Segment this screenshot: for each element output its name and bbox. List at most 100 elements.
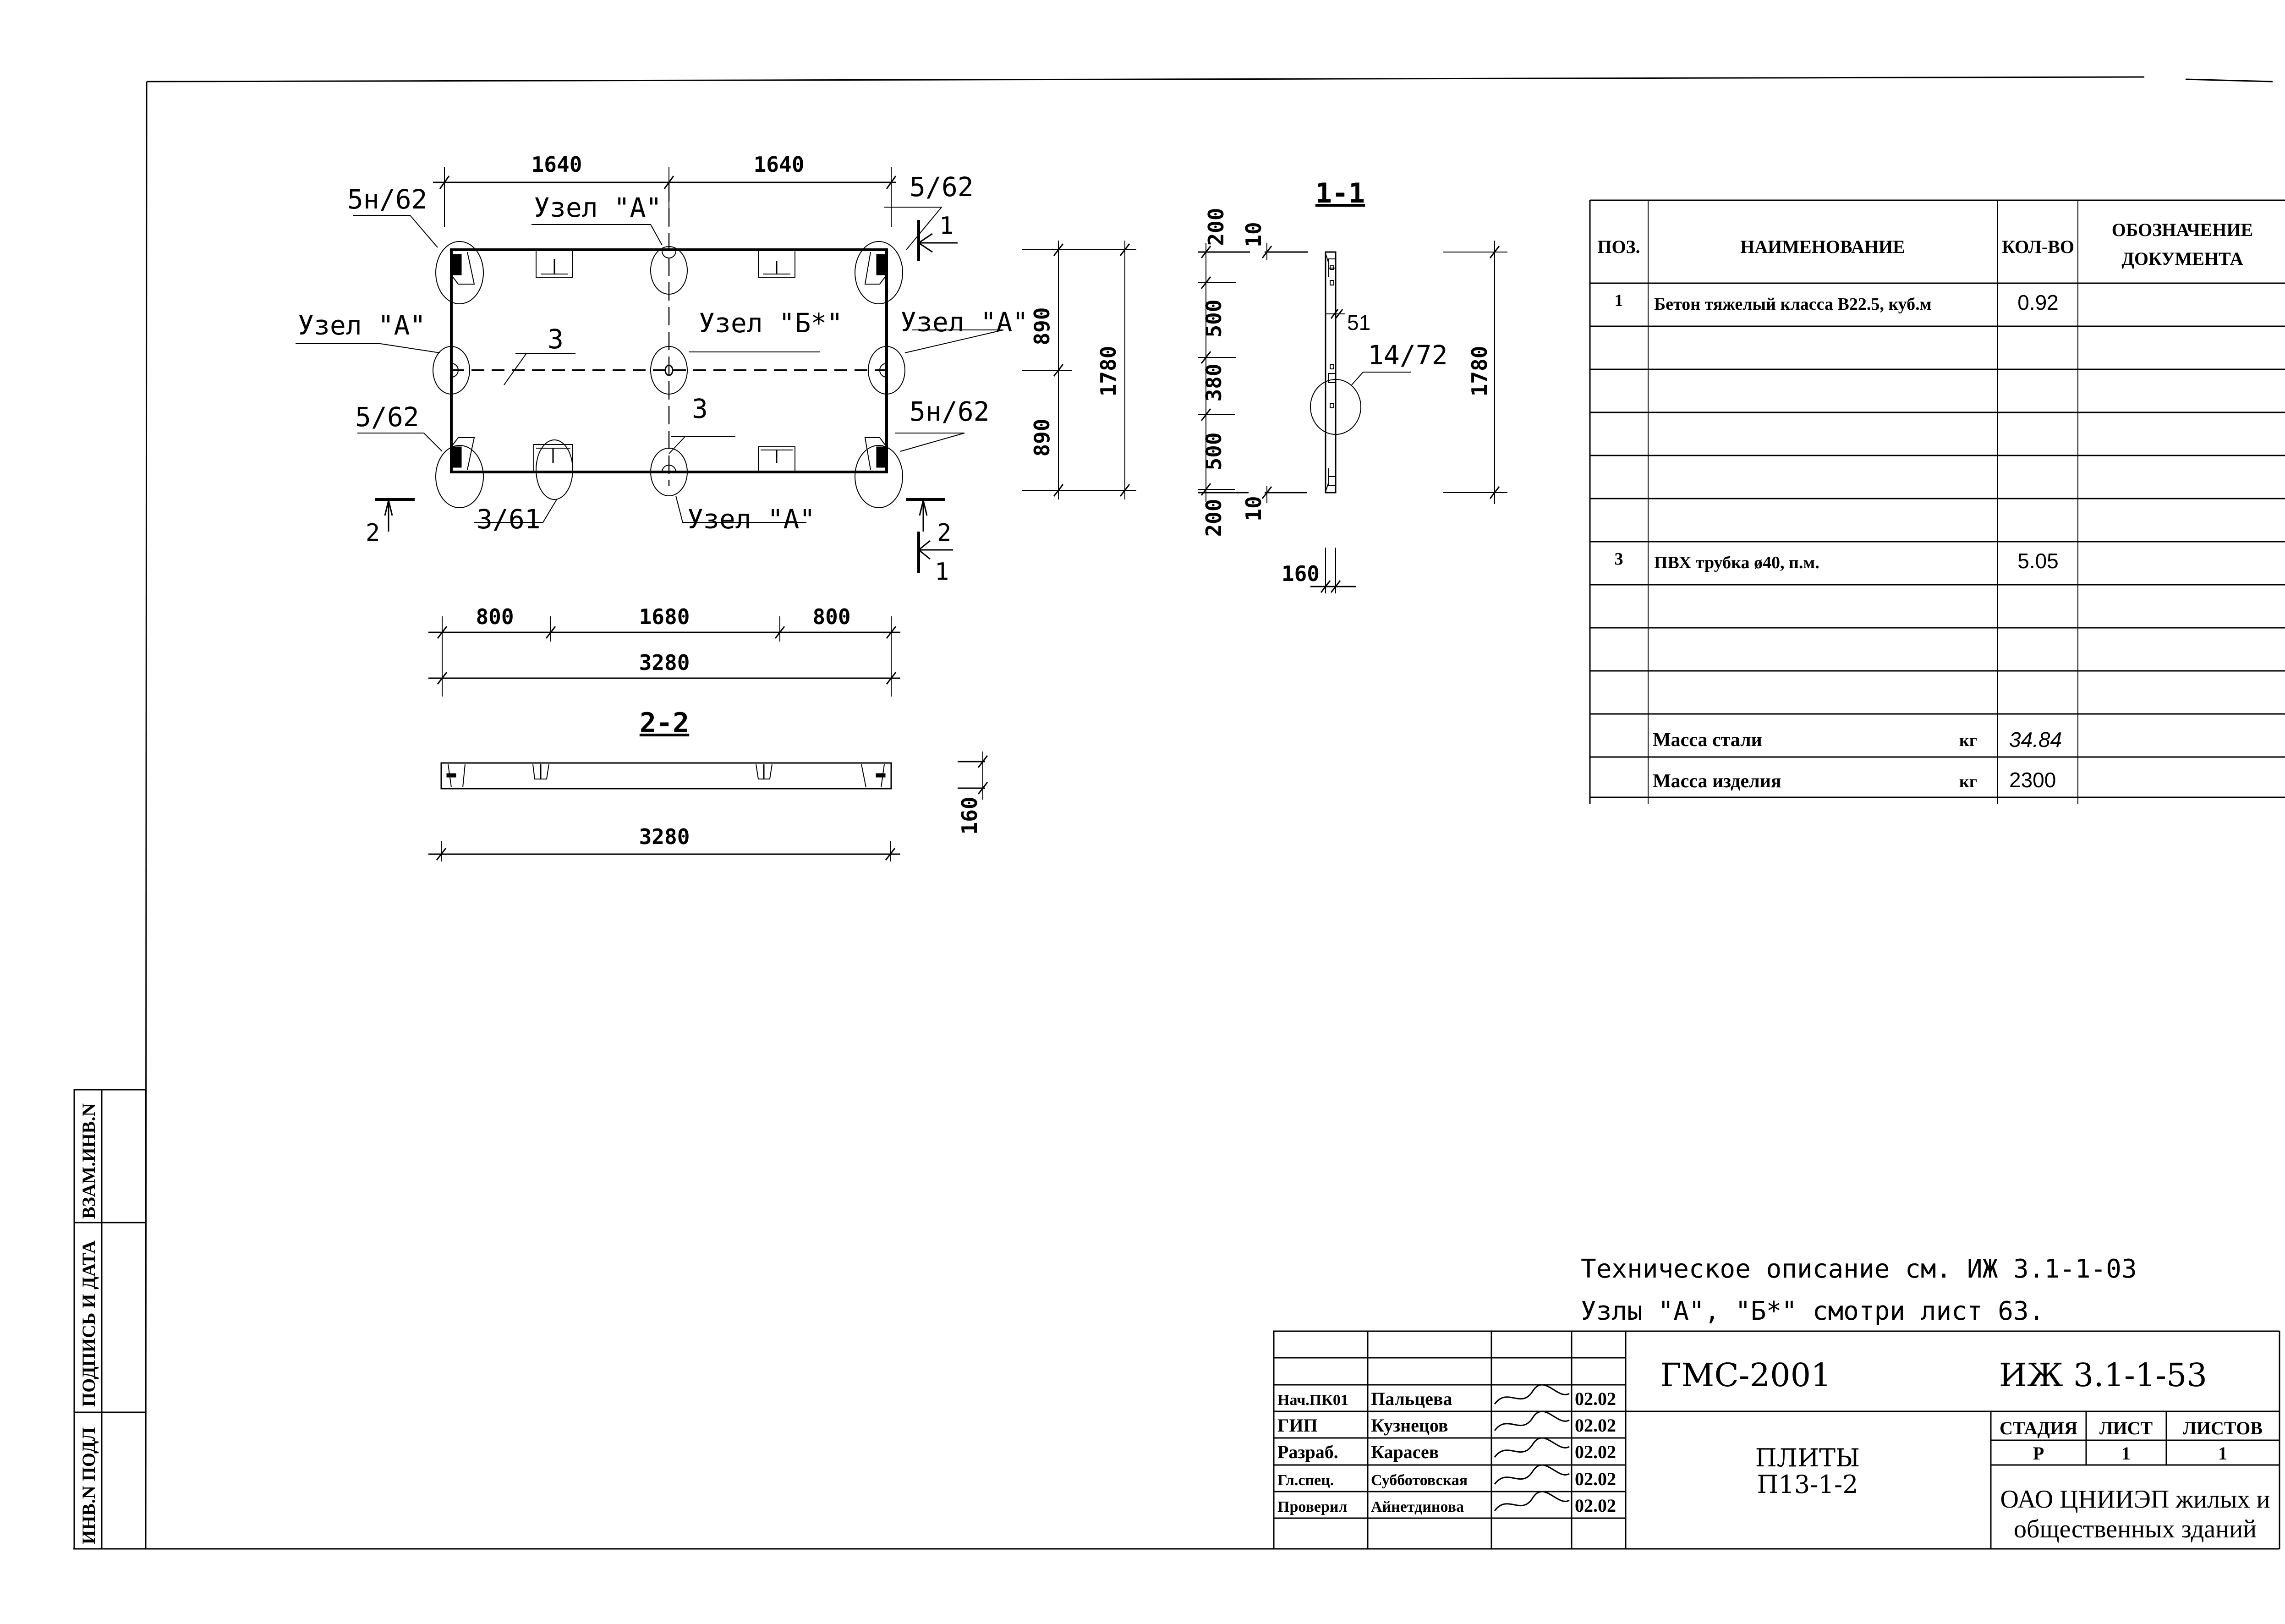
signer-row: Разраб. Карасев 02.02 <box>1277 1437 1616 1462</box>
side-stamp-signature-date: ПОДПИСЬ И ДАТА <box>78 1240 99 1407</box>
signer-date: 02.02 <box>1575 1415 1616 1436</box>
mass-item-unit: кг <box>1959 772 1977 791</box>
node-a-right <box>868 346 905 395</box>
section-1-1-dim-380: 380 <box>1201 363 1226 401</box>
signer-name: Субботовская <box>1371 1472 1468 1489</box>
section-2-2-profile <box>440 762 892 790</box>
callout-pipe-horizontal: 3 <box>548 324 564 355</box>
item-mark: П13-1-2 <box>1757 1470 1858 1499</box>
signer-date: 02.02 <box>1575 1495 1616 1516</box>
mass-steel-label: Масса стали <box>1653 730 1762 751</box>
section-2-2-length-dim: 3280 <box>428 824 900 861</box>
spec-cell-name: Бетон тяжелый класса В22.5, куб.м <box>1654 295 1932 314</box>
signer-role: Разраб. <box>1277 1442 1338 1462</box>
signer-role: Гл.спец. <box>1277 1472 1334 1489</box>
section-cut-marks: 1 1 2 2 <box>366 212 958 586</box>
spec-header-name: НАИМЕНОВАНИЕ <box>1740 236 1905 257</box>
callout-node-b-center: Узел "Б*" <box>699 307 843 339</box>
section-1-1-height: 1780 <box>1467 346 1492 397</box>
mass-steel-unit: кг <box>1959 731 1977 750</box>
spec-cell-qty: 0.92 <box>2017 291 2059 314</box>
lifting-loops <box>533 249 795 472</box>
signer-role: Проверил <box>1277 1498 1348 1515</box>
section-1-1-dim-bottom-200: 200 <box>1201 499 1226 537</box>
signature-mark <box>1494 1384 1570 1405</box>
node-a-top <box>650 246 688 295</box>
title-block-rules <box>1274 1330 1626 1550</box>
mass-item-label: Масса изделия <box>1653 771 1781 792</box>
cut-1-bottom: 1 <box>935 558 949 586</box>
side-stamp-value-column <box>101 1089 147 1550</box>
node-embed-bottom <box>536 439 573 500</box>
section-2-2-length: 3280 <box>639 824 690 849</box>
dim-top-right: 1640 <box>754 152 805 177</box>
signer-date: 02.02 <box>1575 1388 1616 1409</box>
organization-line-2: общественных зданий <box>2014 1515 2257 1543</box>
section-1-1-thickness-dimension: 160 <box>1282 548 1356 593</box>
signer-name: Карасев <box>1371 1442 1439 1462</box>
corner-embed-bl <box>451 446 462 468</box>
side-stamp: ИНВ.N ПОДЛ ПОДПИСЬ И ДАТА ВЗАМ.ИНВ.N <box>73 1089 147 1550</box>
spec-header-qty: КОЛ-ВО <box>2002 236 2074 257</box>
frame-top-line <box>146 76 2145 82</box>
callout-node-a-right: Узел "А" <box>900 307 1028 338</box>
side-stamp-vzam-inv: ВЗАМ.ИНВ.N <box>78 1103 99 1219</box>
callout-top-left: 5н/62 <box>347 184 427 215</box>
section-2-2-title: 2-2 <box>640 707 689 739</box>
sheet-label: ЛИСТ <box>2099 1418 2153 1438</box>
spec-header-doc-2: ДОКУМЕНТА <box>2121 248 2243 269</box>
dim-bottom-left: 800 <box>476 604 514 629</box>
section-1-1-dim-bottom-10: 10 <box>1241 496 1266 521</box>
node-circle-br <box>855 445 903 508</box>
callout-node-a-left: Узел "А" <box>298 310 426 341</box>
dim-bottom-total: 3280 <box>639 650 690 675</box>
note-tech-description: Техническое описание см. ИЖ 3.1-1-03 <box>1581 1254 2137 1284</box>
cut-2-left: 2 <box>366 519 380 547</box>
sheet-frame <box>73 76 2280 1550</box>
stage-value: Р <box>2033 1443 2044 1464</box>
spec-cell-pos: 3 <box>1615 549 1623 569</box>
signer-name: Айнетдинова <box>1371 1498 1464 1515</box>
section-1-1-dim-top-10: 10 <box>1241 222 1266 247</box>
callout-pipe-vertical: 3 <box>692 393 708 424</box>
mass-item-value: 2300 <box>2009 768 2056 792</box>
dim-side-upper: 890 <box>1030 307 1054 345</box>
organization-line-1: ОАО ЦНИИЭП жилых и <box>2000 1485 2270 1514</box>
signature-mark <box>1494 1437 1570 1458</box>
document-code: ИЖ 3.1-1-53 <box>1999 1356 2207 1394</box>
dim-top-left: 1640 <box>532 152 582 177</box>
sheets-value: 1 <box>2218 1443 2227 1464</box>
cut-1-top: 1 <box>939 212 953 240</box>
callout-bottom-right: 5н/62 <box>910 396 990 427</box>
section-1-1-dim-500-lower: 500 <box>1201 432 1226 470</box>
dim-bottom-middle: 1680 <box>639 604 690 629</box>
side-stamp-inv-podl: ИНВ.N ПОДЛ <box>78 1427 99 1544</box>
signer-role: Нач.ПК01 <box>1277 1392 1348 1409</box>
sheets-label: ЛИСТОВ <box>2183 1418 2263 1438</box>
section-1-1: 1-1 14/72 51 <box>1198 177 1507 593</box>
signer-name: Пальцева <box>1371 1388 1452 1409</box>
spec-cell-name: ПВХ трубка ø40, п.м. <box>1654 553 1819 572</box>
frame-top-right-fragment <box>2185 78 2273 82</box>
section-2-2-thickness: 160 <box>957 796 982 834</box>
spec-table: ПОЗ. НАИМЕНОВАНИЕ КОЛ-ВО ОБОЗНАЧЕНИЕ ДОК… <box>1589 199 2285 804</box>
callout-bottom-embed: 3/61 <box>477 504 541 535</box>
callout-node-a-top: Узел "А" <box>534 192 662 223</box>
section-1-1-node-circle <box>1310 379 1361 435</box>
section-1-1-thickness: 160 <box>1282 561 1320 586</box>
signer-date: 02.02 <box>1575 1442 1616 1462</box>
cut-2-right: 2 <box>937 519 951 547</box>
section-1-1-callout: 14/72 <box>1368 340 1448 371</box>
plan-top-dimension: 1640 1640 <box>433 152 897 227</box>
signer-name: Кузнецов <box>1371 1415 1448 1436</box>
node-circle-bl <box>435 445 484 508</box>
node-circle-tr <box>855 241 903 304</box>
spec-header-doc-1: ОБОЗНАЧЕНИЕ <box>2112 219 2253 240</box>
mass-steel-value: 34.84 <box>2009 728 2062 752</box>
section-1-1-chain-dimension: 200 500 380 500 200 10 10 <box>1198 208 1308 537</box>
dim-bottom-right: 800 <box>812 604 850 629</box>
section-1-1-title: 1-1 <box>1315 177 1365 209</box>
section-1-1-dim-top-200: 200 <box>1204 208 1228 246</box>
